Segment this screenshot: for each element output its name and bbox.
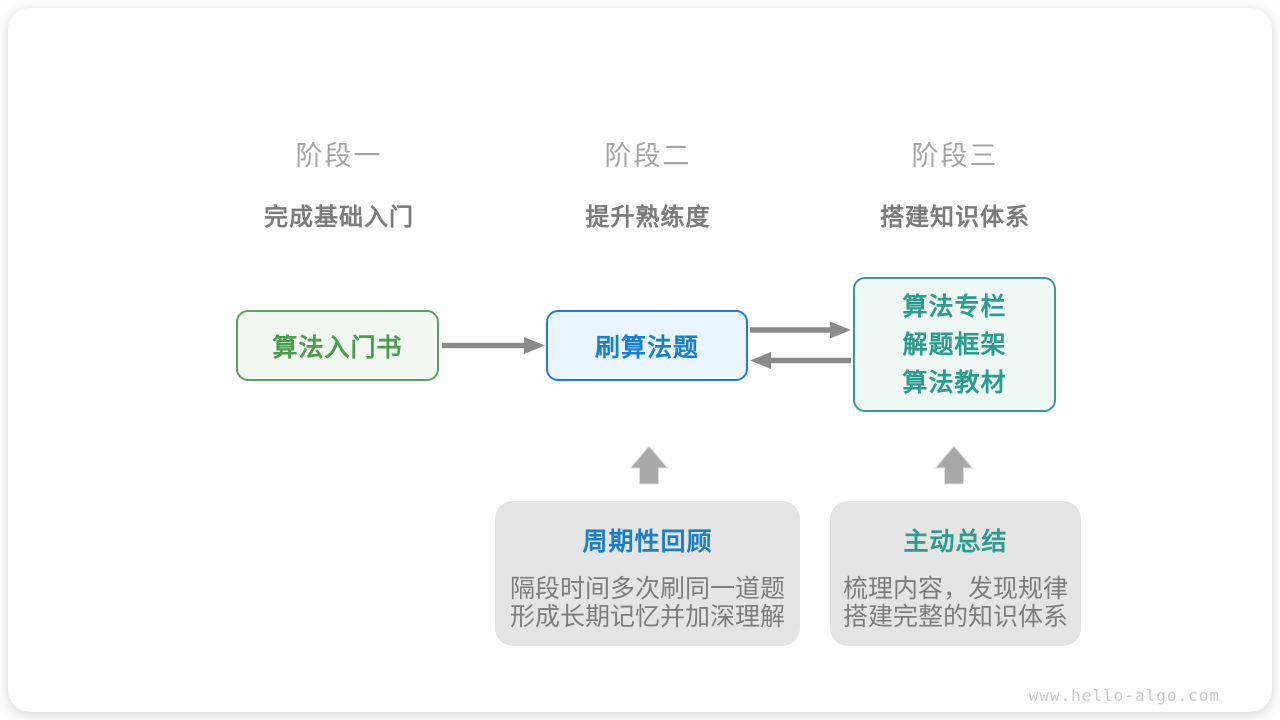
node-intro-book-label: 算法入门书 xyxy=(272,333,403,362)
arrow-resources-to-practice xyxy=(750,352,851,369)
arrow-intro-to-practice xyxy=(442,337,545,354)
diagram-card: 阶段一 完成基础入门 阶段二 提升熟练度 阶段三 搭建知识体系 算法入门书 刷算… xyxy=(8,8,1272,712)
node-resources-line-3: 算法教材 xyxy=(902,368,1007,397)
callout-periodic-review-title: 周期性回顾 xyxy=(582,528,713,556)
watermark: www.hello-algo.com xyxy=(1028,686,1220,705)
stage-3-subtitle: 搭建知识体系 xyxy=(880,204,1030,231)
callout-active-summary-title: 主动总结 xyxy=(903,528,1008,556)
node-intro-book: 算法入门书 xyxy=(236,310,439,381)
stage-3-title: 阶段三 xyxy=(911,141,999,171)
node-resources-line-2: 解题框架 xyxy=(902,330,1007,359)
stage-2-title: 阶段二 xyxy=(604,141,692,171)
up-arrow-active-summary xyxy=(934,445,974,485)
stage-1-subtitle: 完成基础入门 xyxy=(264,204,414,231)
stage-1-title: 阶段一 xyxy=(295,141,383,171)
callout-active-summary-line-2: 搭建完整的知识体系 xyxy=(842,603,1068,631)
callout-active-summary-body: 梳理内容，发现规律 搭建完整的知识体系 xyxy=(830,575,1081,631)
up-arrow-periodic-review xyxy=(629,445,669,485)
callout-periodic-review-line-1: 隔段时间多次刷同一道题 xyxy=(509,575,785,603)
stage-3-header: 阶段三 搭建知识体系 xyxy=(805,134,1105,232)
arrow-practice-to-resources xyxy=(750,321,851,339)
callout-periodic-review-body: 隔段时间多次刷同一道题 形成长期记忆并加深理解 xyxy=(495,575,800,631)
node-practice-problems-label: 刷算法题 xyxy=(594,333,699,362)
callout-periodic-review-line-2: 形成长期记忆并加深理解 xyxy=(509,603,785,631)
stage-2-header: 阶段二 提升熟练度 xyxy=(498,134,798,232)
callout-active-summary: 主动总结 梳理内容，发现规律 搭建完整的知识体系 xyxy=(830,501,1081,646)
node-resources: 算法专栏 解题框架 算法教材 xyxy=(853,277,1056,412)
node-resources-line-1: 算法专栏 xyxy=(902,292,1007,321)
callout-active-summary-line-1: 梳理内容，发现规律 xyxy=(842,575,1068,603)
stage-1-header: 阶段一 完成基础入门 xyxy=(189,134,489,232)
callout-periodic-review: 周期性回顾 隔段时间多次刷同一道题 形成长期记忆并加深理解 xyxy=(495,501,800,646)
stage-2-subtitle: 提升熟练度 xyxy=(585,204,711,231)
node-practice-problems: 刷算法题 xyxy=(546,310,748,381)
